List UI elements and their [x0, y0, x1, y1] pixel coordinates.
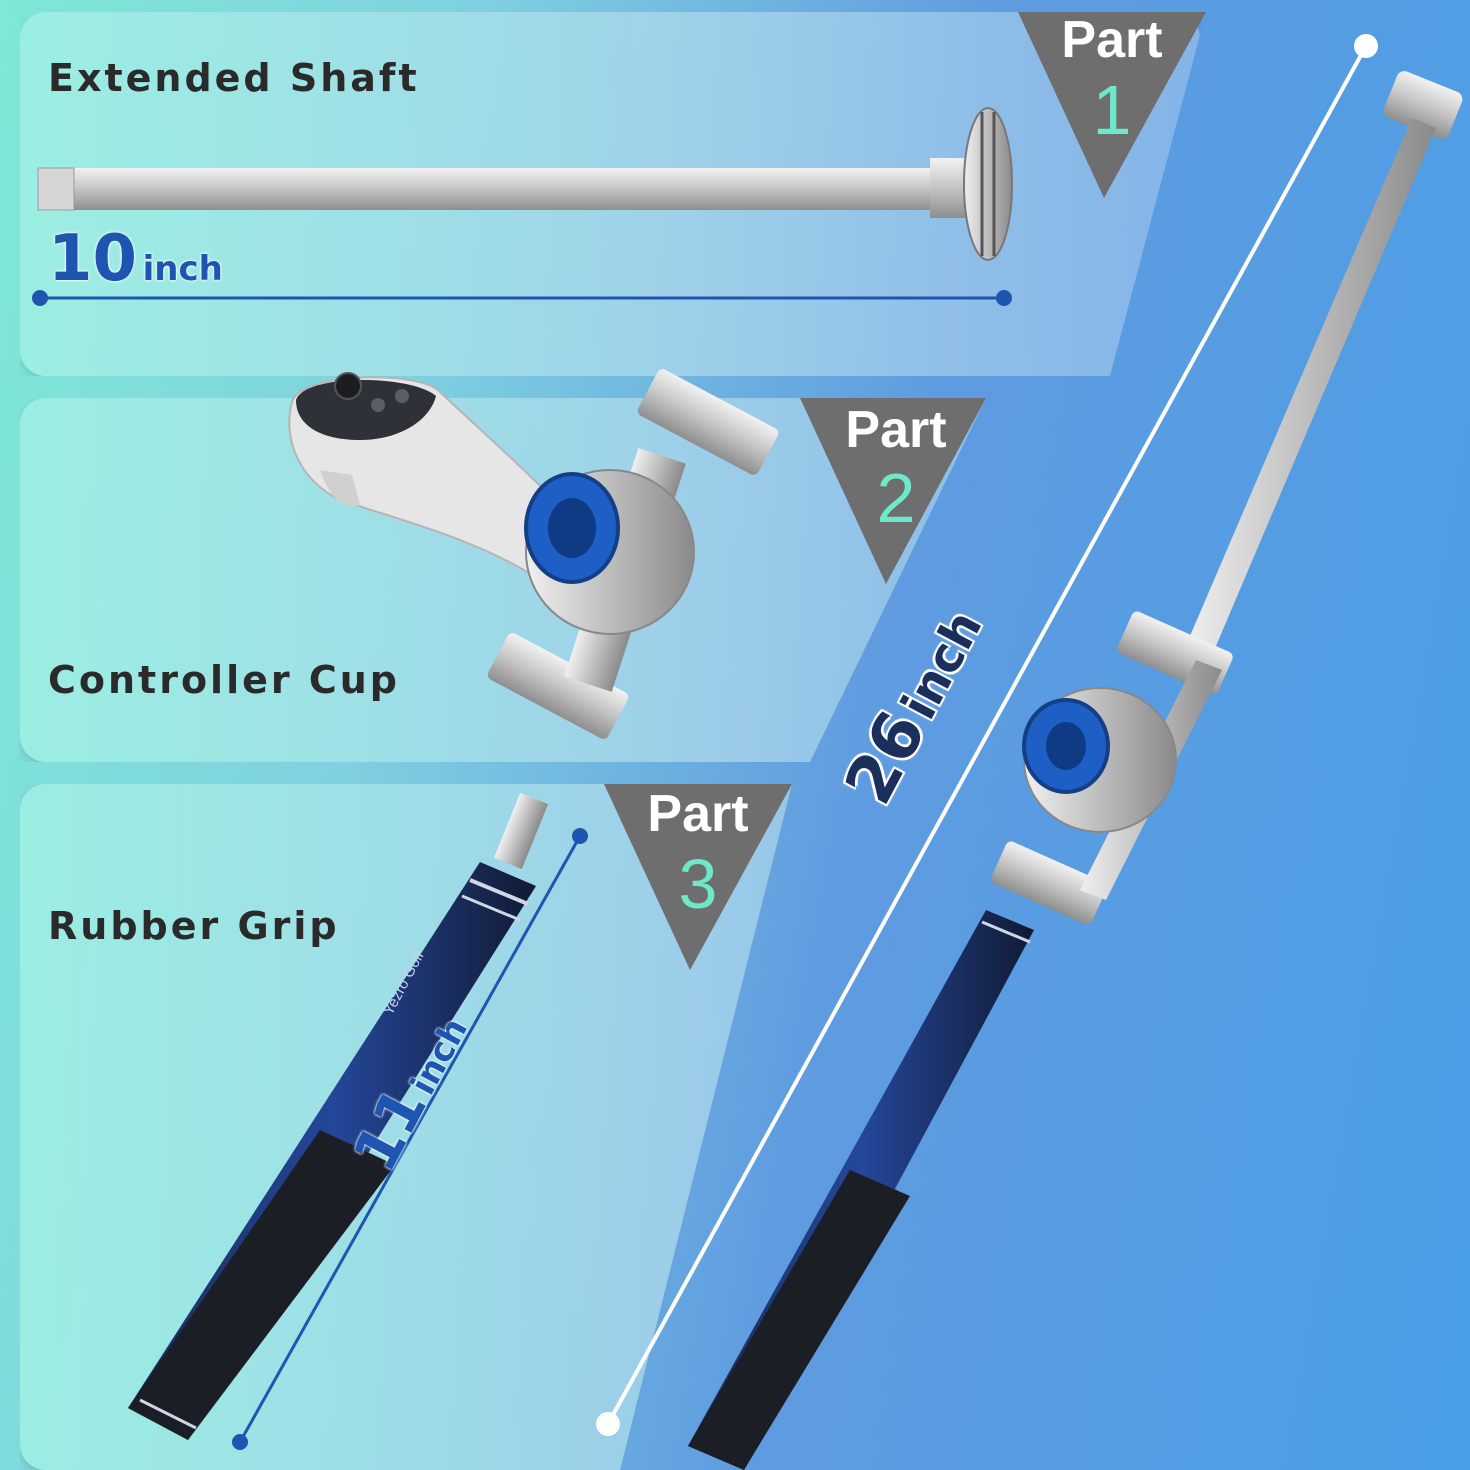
shaft-length: 10 inch [48, 222, 223, 296]
part-1-number: 1 [1092, 71, 1132, 149]
controller-cup-title: Controller Cup [48, 658, 400, 702]
part-2-label: Part [845, 401, 947, 459]
part-3-triangle [604, 784, 792, 970]
extended-shaft-image [37, 107, 1013, 261]
rubber-grip-title: Rubber Grip [48, 904, 340, 948]
shaft-length-unit: inch [142, 249, 223, 289]
shaft-dimension-line [32, 290, 1012, 306]
part-1-label: Part [1061, 11, 1163, 69]
shaft-length-value: 10 [48, 222, 138, 296]
part-1-triangle [1018, 12, 1206, 198]
rubber-grip-image [128, 792, 549, 1440]
part-3-number: 3 [678, 845, 718, 923]
total-dimension-line [596, 34, 1378, 1436]
grip-dimension-line [232, 828, 588, 1450]
extended-shaft-title: Extended Shaft [48, 56, 420, 100]
assembled-club-image [688, 71, 1463, 1470]
part-2-triangle [800, 398, 986, 584]
part-2-number: 2 [876, 459, 916, 537]
part-3-label: Part [647, 785, 749, 843]
controller-cup-image [288, 369, 779, 739]
